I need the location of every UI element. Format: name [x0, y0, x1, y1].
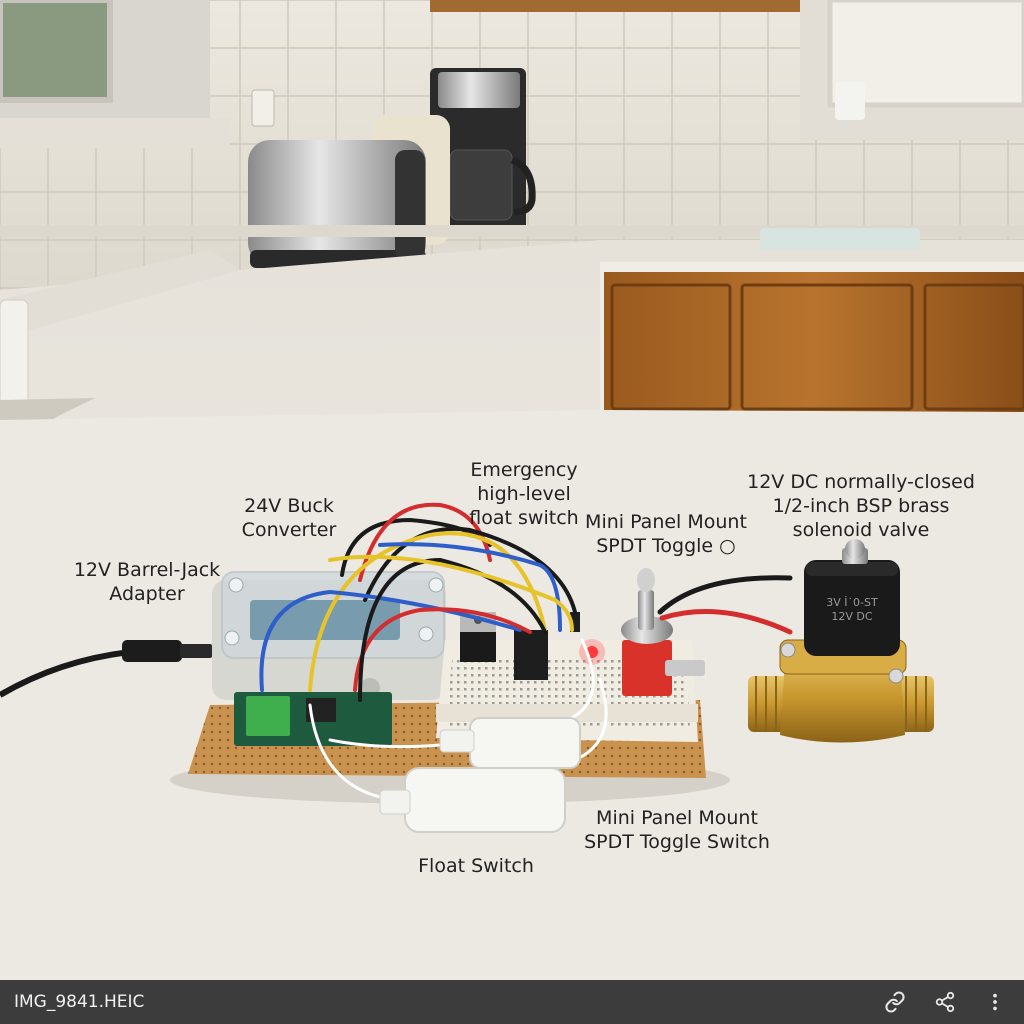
link-icon[interactable] [880, 987, 910, 1017]
valve-marking-2: 12V DC [831, 610, 872, 623]
label-emergency-float-switch: Emergency high-level float switch [469, 459, 579, 529]
label-toggle-switch-top: Mini Panel Mount SPDT Toggle ○ [585, 511, 747, 557]
file-name: IMG_9841.HEIC [14, 992, 145, 1012]
label-float-switch: Float Switch [418, 855, 534, 877]
kitchen-scene: 3V İ˙0-ST 12V DC [0, 0, 1024, 980]
more-vert-icon[interactable] [980, 987, 1010, 1017]
label-barrel-jack-adapter: 12V Barrel-Jack Adapter [73, 559, 221, 605]
label-toggle-switch-bottom: Mini Panel Mount SPDT Toggle Switch [584, 807, 770, 853]
label-solenoid-valve: 12V DC normally-closed 1/2-inch BSP bras… [747, 471, 975, 541]
share-icon[interactable] [930, 987, 960, 1017]
valve-marking-1: 3V İ˙0-ST [826, 596, 878, 609]
label-buck-converter: 24V Buck Converter [241, 495, 337, 541]
photo: 3V İ˙0-ST 12V DC 12V Barrel-Jack Adapter… [0, 0, 1024, 980]
viewer-bottom-bar: IMG_9841.HEIC [0, 980, 1024, 1024]
